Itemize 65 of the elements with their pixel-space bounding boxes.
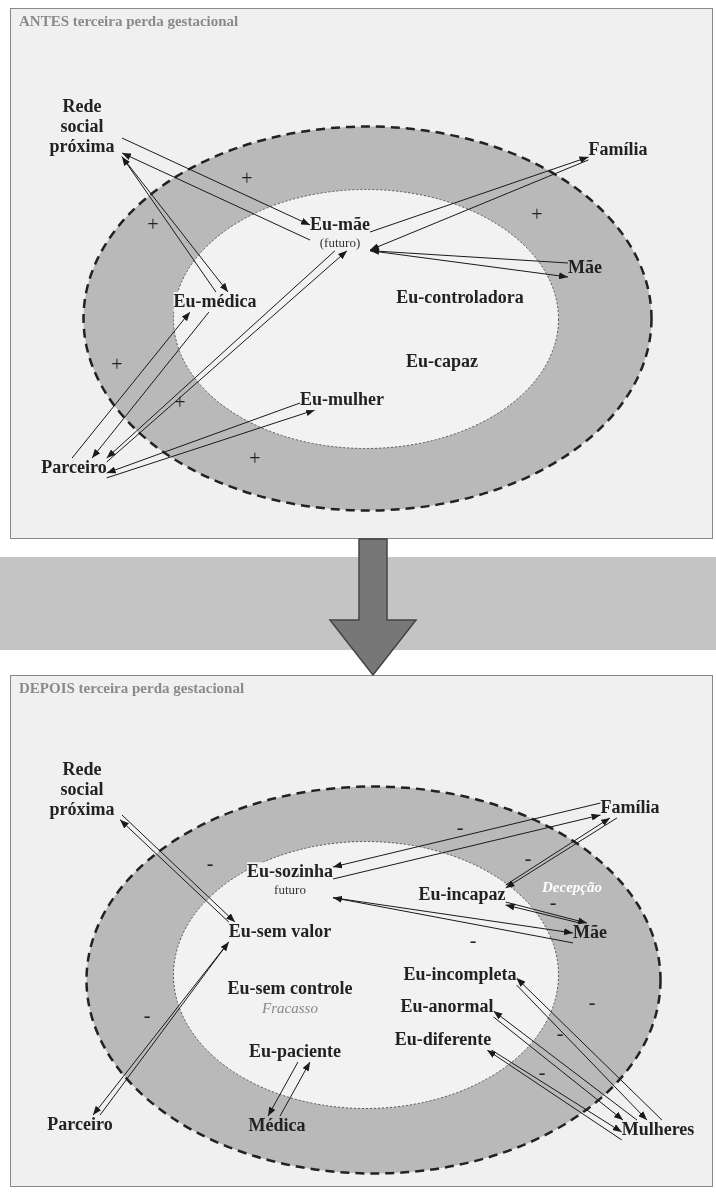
node-label: Eu-mulher	[300, 390, 384, 410]
annotation-text: +	[241, 168, 253, 188]
annotation-text: -	[556, 1023, 564, 1043]
node-label: Médica	[248, 1116, 306, 1136]
annotation-text: -	[524, 848, 532, 868]
node-label: Rede social próxima	[48, 97, 116, 157]
arrow	[279, 1061, 311, 1117]
annotation-text: +	[147, 214, 159, 234]
node-label: Eu-paciente	[249, 1042, 341, 1062]
node-label: Eu-controladora	[396, 288, 524, 308]
node-label: Eu-sem valor	[228, 922, 332, 942]
arrow	[267, 1061, 299, 1117]
node-label: Mãe	[573, 923, 607, 943]
panel	[10, 8, 713, 539]
node-label: Eu-diferente	[394, 1030, 492, 1050]
node-label: Eu-incapaz	[418, 885, 506, 905]
node-label: Eu-mãe	[310, 215, 370, 236]
node-label: Parceiro	[41, 458, 107, 478]
block-arrow	[328, 538, 418, 677]
arrow	[71, 311, 191, 459]
arrow	[332, 802, 601, 869]
annotation-text: -	[143, 1005, 151, 1025]
annotation-text: Decepção	[542, 879, 602, 895]
annotation-text: -	[549, 892, 557, 912]
arrow	[332, 895, 574, 944]
node-label: Eu-sozinha	[247, 862, 333, 883]
annotation-text: +	[111, 354, 123, 374]
inner-ellipse	[172, 188, 560, 450]
annotation-text: -	[456, 817, 464, 837]
node-label: Rede social próxima	[48, 760, 116, 820]
arrow	[91, 311, 210, 459]
node-label: Eu-médica	[173, 292, 257, 312]
annotation-text: +	[531, 204, 543, 224]
node-label: Eu-anormal	[400, 997, 494, 1017]
arrow	[332, 813, 601, 880]
panel-title: ANTES terceira perda gestacional	[19, 13, 239, 30]
arrow	[505, 901, 588, 925]
node-label: Eu-sem controle	[227, 979, 353, 999]
annotation-text: +	[249, 448, 261, 468]
annotation-text: -	[206, 853, 214, 873]
node-label: Eu-incompleta	[403, 965, 517, 985]
arrow	[106, 402, 301, 474]
arrow	[121, 152, 311, 241]
node-label: Parceiro	[47, 1115, 113, 1135]
node-sublabel: Fracasso	[262, 998, 318, 1017]
arrow	[369, 159, 589, 251]
arrow	[106, 409, 316, 479]
node-label: Mulheres	[621, 1120, 695, 1140]
node-sublabel: (futuro)	[319, 235, 361, 251]
annotation-text: +	[174, 392, 186, 412]
panel	[10, 675, 713, 1187]
annotation-text: -	[588, 992, 596, 1012]
node-label: Família	[600, 798, 660, 818]
arrow	[505, 903, 581, 924]
arrow	[369, 156, 589, 233]
annotation-text: -	[538, 1062, 546, 1082]
node-sublabel: futuro	[274, 882, 306, 898]
arrow	[121, 137, 311, 226]
panel-title: DEPOIS terceira perda gestacional	[19, 680, 245, 697]
annotation-text: -	[469, 930, 477, 950]
node-label: Família	[588, 140, 648, 160]
arrow	[369, 250, 569, 280]
arrow	[369, 247, 569, 264]
node-label: Mãe	[568, 258, 602, 278]
node-label: Eu-capaz	[406, 352, 478, 372]
